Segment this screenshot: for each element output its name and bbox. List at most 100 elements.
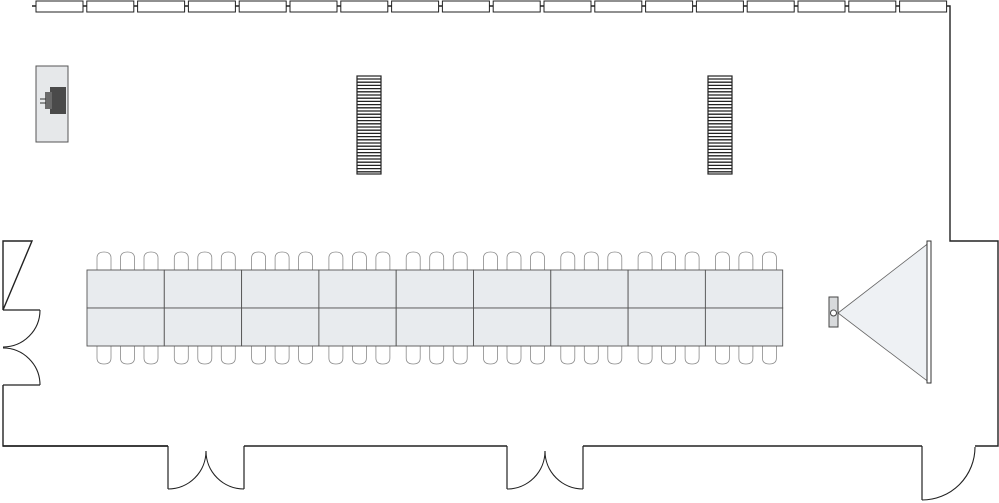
chair (738, 251, 754, 270)
chair (173, 251, 189, 270)
window (289, 0, 338, 13)
table (86, 269, 165, 309)
window (391, 0, 440, 13)
window (594, 0, 643, 13)
chair (96, 346, 112, 365)
chair (607, 251, 623, 270)
chair (120, 251, 135, 270)
chair (352, 251, 367, 270)
chair (684, 251, 700, 270)
chair (220, 251, 236, 270)
chair (762, 251, 777, 270)
chair (274, 346, 290, 365)
radiator-left (356, 75, 382, 175)
chair (143, 346, 159, 365)
table (473, 307, 552, 347)
window (645, 0, 694, 13)
projector-icon (828, 296, 839, 328)
projector-beam (837, 241, 931, 384)
radiator-right (707, 75, 733, 175)
table (163, 269, 243, 309)
chair (375, 346, 391, 365)
window-row (35, 0, 948, 13)
chair (607, 346, 623, 365)
chair (738, 346, 754, 365)
dining-tables (86, 269, 784, 347)
window (797, 0, 846, 13)
chair (506, 251, 522, 270)
window (187, 0, 236, 13)
room-outline (2, 5, 999, 447)
chair (143, 251, 159, 270)
table (550, 269, 629, 309)
table (241, 307, 320, 347)
chair (197, 346, 213, 365)
chair (637, 346, 653, 365)
chair (298, 251, 313, 270)
window (492, 0, 541, 13)
chair (506, 346, 522, 365)
chair (483, 346, 498, 365)
chairs (96, 251, 777, 365)
table (627, 269, 706, 309)
chair (298, 346, 313, 365)
podium-top-icon (50, 87, 66, 114)
chair (405, 346, 421, 365)
chair (661, 251, 676, 270)
window (86, 0, 135, 13)
window (848, 0, 897, 13)
chair (762, 346, 777, 365)
chair (637, 251, 653, 270)
chair (405, 251, 421, 270)
door-left-double (1, 309, 41, 386)
projection-screen (926, 240, 932, 384)
table (473, 269, 552, 309)
chair (251, 346, 266, 365)
door-bottom-right-single (921, 446, 976, 501)
window (899, 0, 948, 13)
window (238, 0, 287, 13)
table (550, 307, 629, 347)
chair (328, 251, 344, 270)
chair (328, 346, 344, 365)
table (163, 307, 243, 347)
window (137, 0, 186, 13)
table (627, 307, 706, 347)
window (35, 0, 84, 13)
chair (197, 251, 213, 270)
chair (583, 251, 599, 270)
chair (96, 251, 112, 270)
window (543, 0, 592, 13)
chair (375, 251, 391, 270)
window (340, 0, 389, 13)
table (318, 269, 397, 309)
table (704, 269, 784, 309)
chair (560, 251, 576, 270)
window (746, 0, 795, 13)
table (704, 307, 784, 347)
chair (352, 346, 367, 365)
table (86, 307, 165, 347)
table (395, 269, 474, 309)
door-bottom-left-double (167, 446, 245, 490)
chair (274, 251, 290, 270)
chair (715, 251, 730, 270)
door-bottom-center-double (506, 446, 584, 490)
chair (684, 346, 700, 365)
table (318, 307, 397, 347)
chair (530, 251, 545, 270)
chair (560, 346, 576, 365)
chair (429, 251, 445, 270)
chair (251, 251, 266, 270)
chair (173, 346, 189, 365)
chair (661, 346, 676, 365)
chair (452, 251, 468, 270)
table (241, 269, 320, 309)
chair (120, 346, 135, 365)
chair (429, 346, 445, 365)
chair (220, 346, 236, 365)
window (695, 0, 744, 13)
table (395, 307, 474, 347)
podium (35, 65, 69, 143)
